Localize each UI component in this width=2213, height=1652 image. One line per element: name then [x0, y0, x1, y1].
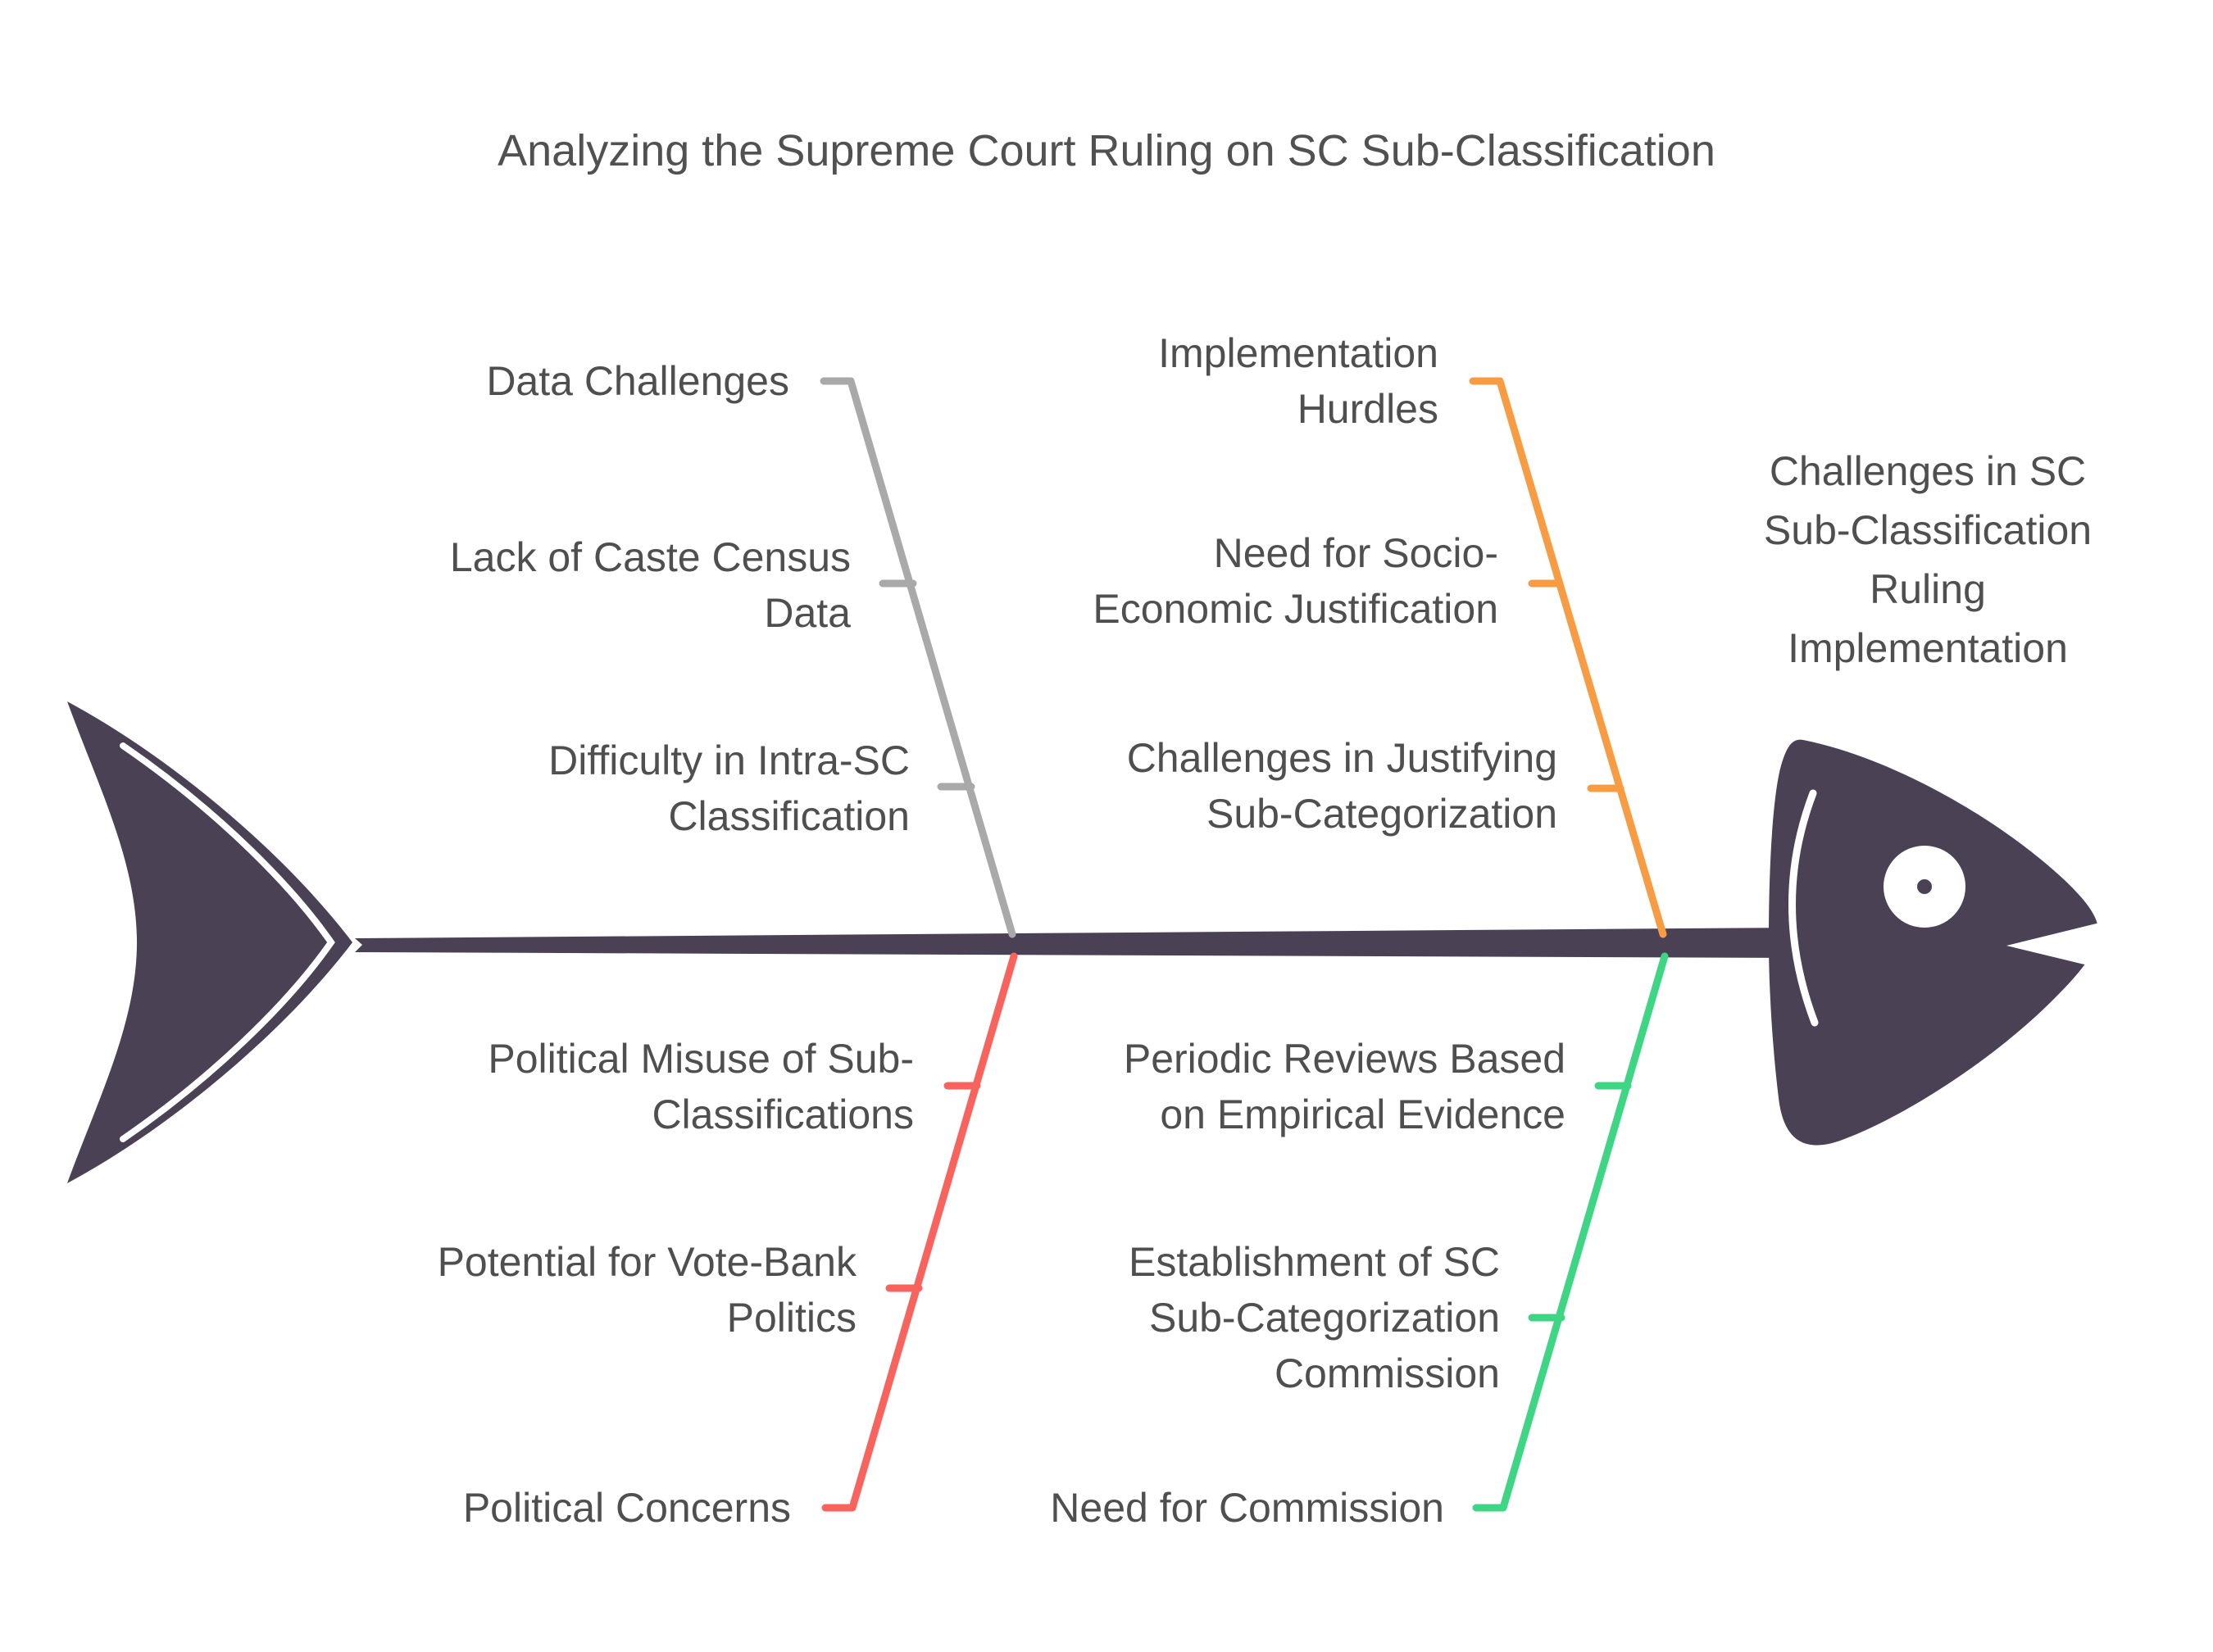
fish-tail — [67, 701, 352, 1183]
branch-label-data-challenges: Data Challenges — [486, 358, 789, 404]
branch-implementation-hurdles — [1469, 377, 1667, 938]
cause-label-periodic-reviews: Periodic Reviews Based on Empirical Evid… — [1123, 1036, 1565, 1137]
effect-label: Challenges in SC Sub-Classification Ruli… — [1763, 448, 2093, 671]
cause-label-socio-economic: Need for Socio- Economic Justification — [1093, 530, 1498, 632]
cause-label-establishment-commission: Establishment of SC Sub-Categorization C… — [1129, 1239, 1500, 1396]
fish-tail-shape — [67, 701, 352, 1183]
cause-label-vote-bank: Potential for Vote-Bank Politics — [437, 1239, 857, 1341]
branch-line — [1472, 952, 1669, 1512]
cause-label-political-misuse: Political Misuse of Sub- Classifications — [488, 1036, 914, 1137]
cause-label-intra-sc: Difficulty in Intra-SC Classification — [548, 738, 910, 839]
fish-gill-line — [1788, 789, 1819, 1027]
branch-label-implementation-hurdles: Implementation Hurdles — [1158, 330, 1438, 432]
branch-line — [820, 377, 1016, 938]
fish-mouth-notch — [2006, 919, 2113, 970]
branch-need-for-commission — [1472, 952, 1669, 1512]
diagram-title: Analyzing the Supreme Court Ruling on SC… — [498, 126, 1715, 175]
fish-head-shape — [1769, 739, 2099, 1146]
branch-label-need-for-commission: Need for Commission — [1050, 1485, 1444, 1531]
branch-line — [821, 952, 1018, 1512]
branch-label-political-concerns: Political Concerns — [462, 1485, 791, 1531]
branch-data-challenges — [820, 377, 1016, 938]
fish-tail-accent-line — [120, 742, 335, 1142]
branch-line — [1469, 377, 1667, 938]
fish-eye-pupil — [1917, 879, 1932, 894]
cause-label-caste-census: Lack of Caste Census Data — [449, 534, 851, 636]
branch-political-concerns — [821, 952, 1018, 1512]
fish-head — [1769, 739, 2113, 1146]
fish-spine-line — [355, 928, 1795, 958]
cause-label-justifying-sub-categorization: Challenges in Justifying Sub-Categorizat… — [1126, 735, 1557, 837]
